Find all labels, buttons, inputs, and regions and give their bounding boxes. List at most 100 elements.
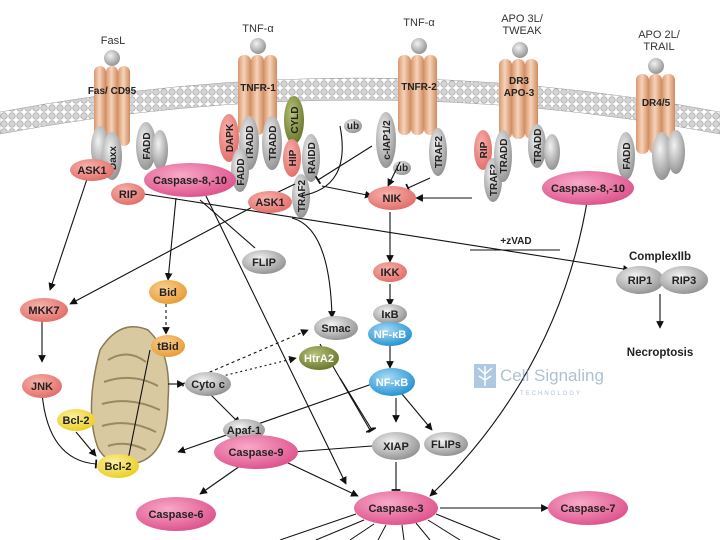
tradd-1-label: TRADD [245,126,256,161]
raidd-label: RAIDD [307,142,318,174]
node-nfkb-2: NF-κB [369,368,415,396]
node-ikk: IKK [373,262,407,282]
cyld-label: CYLD [290,106,301,133]
svg-text:NIK: NIK [383,193,402,205]
watermark-sub: TECHNOLOGY [520,391,582,397]
hip-label: HIP [288,149,299,166]
fadd-fas-label: FADD [142,132,153,159]
node-caspase810-right: Caspase-8,-10 [542,171,634,205]
svg-text:RIP: RIP [119,189,137,201]
svg-text:Caspase-7: Caspase-7 [560,503,615,515]
svg-text:JNK: JNK [31,381,53,393]
node-ask1-mid: ASK1 [248,191,292,213]
complex-iib-label: ComplexIIb [629,251,691,263]
svg-text:Caspase-3: Caspase-3 [368,503,423,515]
ligand-labels: FasL TNF-α TNF-α APO 3L/TWEAK APO 2L/TRA… [101,13,681,53]
svg-text:ASK1: ASK1 [77,165,106,177]
svg-text:Smac: Smac [321,323,350,335]
svg-text:HtrA2: HtrA2 [304,353,334,365]
cell-signaling-watermark: Cell Signaling TECHNOLOGY [474,364,604,397]
svg-text:MKK7: MKK7 [28,305,59,317]
pathway-edges [38,125,664,512]
fasl-label: FasL [101,35,125,47]
svg-text:IκB: IκB [381,309,398,321]
daxx-label: Daxx [108,146,119,170]
rip3-label: RIP3 [672,275,696,287]
svg-text:ASK1: ASK1 [255,197,284,209]
tnfa-ligand-2-icon [411,38,427,54]
necroptosis-module: +zVAD ComplexIIb RIP1 RIP3 Necroptosis [470,236,708,359]
svg-text:tBid: tBid [157,341,178,353]
fadd-dr45-label: FADD [622,142,633,169]
ub-2-label: ub [396,163,408,174]
tnfa-label-2: TNF-α [403,17,435,29]
apo2l-ligand-icon [648,58,664,74]
dr3-adaptors: RIP TRAF2 TRADD TRADD [474,124,560,202]
tradd-dr3-b-label: TRADD [533,129,544,164]
apo3l-ligand-icon [512,42,528,58]
node-bcl2-b: Bcl-2 [97,454,139,478]
rip3-node [660,266,708,294]
node-caspase9: Caspase-9 [214,435,298,469]
node-tbid: tBid [151,335,185,357]
rip1-label: RIP1 [628,275,652,287]
watermark-brand: Cell Signaling [500,366,604,385]
fas-adaptors: Daxx FADD [91,122,168,180]
tnfr2-label: TNFR-2 [401,82,437,93]
svg-text:Cyto c: Cyto c [191,379,225,391]
node-mkk7: MKK7 [20,298,68,322]
node-rip-left: RIP [111,183,145,205]
zvad-label: +zVAD [500,236,531,247]
tnfr2-receptor: TNFR-2 [398,38,437,135]
rip1-node [616,266,664,294]
node-flips: FLIPs [424,432,468,456]
ciap-label: c-IAP1/2 [382,120,393,160]
node-htra2: HtrA2 [299,346,339,370]
svg-text:Bid: Bid [159,287,177,299]
svg-text:Caspase-6: Caspase-6 [148,509,203,521]
node-caspase810-left: Caspase-8,-10 [144,163,236,197]
node-caspase6: Caspase-6 [136,497,216,531]
node-bid: Bid [149,280,187,304]
node-jnk: JNK [22,374,62,398]
fasl-ligand-icon [104,50,120,66]
fas-receptor: Fas/ CD95 [88,50,137,146]
node-bcl2-a: Bcl-2 [57,409,95,431]
rip-dr3-label: RIP [479,141,490,158]
tradd-2-label: TRADD [268,126,279,161]
svg-text:FLIPs: FLIPs [431,439,461,451]
svg-text:Bcl-2: Bcl-2 [63,415,90,427]
svg-text:Caspase-9: Caspase-9 [228,447,283,459]
node-ikb: IκB [373,304,407,324]
apo2l-label: APO 2L/TRAIL [638,29,681,53]
tnfr2-adaptors: c-IAP1/2 TRAF2 ub ub [344,112,447,176]
svg-text:NF-κB: NF-κB [374,329,406,341]
svg-text:Apaf-1: Apaf-1 [227,425,261,437]
fas-receptor-label: Fas/ CD95 [88,86,137,97]
tnfa-ligand-icon [250,38,266,54]
apo3l-label: APO 3L/TWEAK [501,13,544,37]
node-caspase3: Caspase-3 [354,491,438,525]
node-flip: FLIP [242,250,286,274]
node-caspase7: Caspase-7 [548,491,628,525]
svg-text:Caspase-8,-10: Caspase-8,-10 [153,175,227,187]
tnfr1-label: TNFR-1 [240,83,276,94]
svg-text:IKK: IKK [381,267,400,279]
traf2-tnfr2-label: TRAF2 [434,135,445,168]
dr45-label: DR4/5 [642,98,671,109]
necroptosis-label: Necroptosis [627,347,693,359]
svg-text:NF-κB: NF-κB [376,377,408,389]
tnfr1-receptor: TNFR-1 [238,38,277,135]
node-cytoc: Cyto c [185,372,231,396]
traf2-dr3-label: TRAF2 [489,163,500,196]
tradd-dr3-a-label: TRADD [499,139,510,174]
tnfa-label-1: TNF-α [242,23,274,35]
node-smac: Smac [314,316,358,340]
node-nik: NIK [368,186,416,210]
dapk-label: DAPK [225,123,236,152]
node-xiap: XIAP [372,432,420,460]
node-nfkb-1: NF-κB [368,322,412,346]
